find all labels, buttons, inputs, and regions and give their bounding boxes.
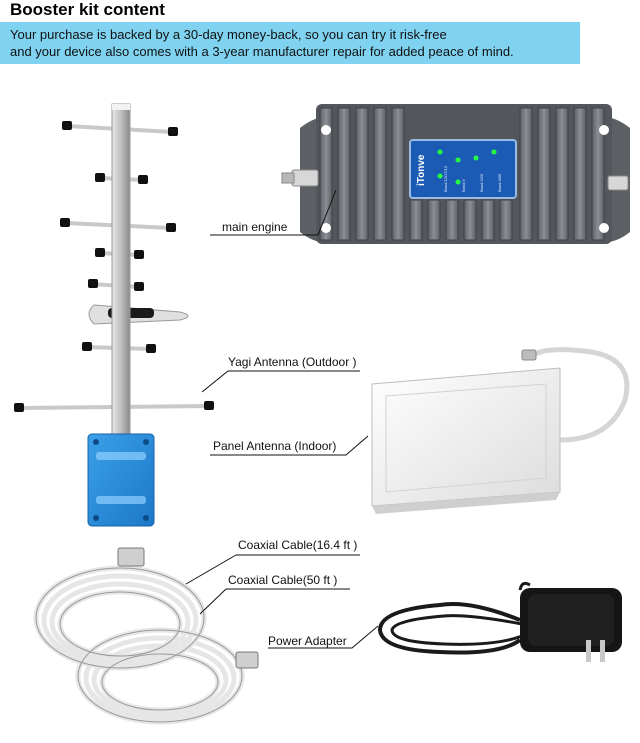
- power-adapter-image: [377, 581, 622, 662]
- label-main-engine: main engine: [222, 220, 288, 234]
- panel-antenna-image: [371, 347, 630, 514]
- banner-line-2: and your device also comes with a 3-year…: [10, 44, 514, 59]
- main-engine-image: [281, 104, 630, 244]
- coaxial-cable-image: [33, 565, 245, 725]
- device-led-labels: Band 12/17/13 Band 5 Band 2/25 Band 4/66: [443, 165, 502, 192]
- label-coaxial-cable-16: Coaxial Cable(16.4 ft ): [238, 538, 358, 552]
- info-banner: Your purchase is backed by a 30-day mone…: [0, 22, 580, 64]
- label-power-adapter: Power Adapter: [268, 634, 347, 648]
- device-led-label: Band 5: [461, 179, 466, 192]
- yagi-antenna-image: [14, 103, 214, 527]
- label-yagi-antenna: Yagi Antenna (Outdoor ): [228, 355, 357, 369]
- device-led-label: Band 12/17/13: [443, 165, 448, 192]
- label-coaxial-cable-50: Coaxial Cable(50 ft ): [228, 573, 338, 587]
- device-brand-label: iTonve: [416, 154, 427, 186]
- label-panel-antenna: Panel Antenna (Indoor): [213, 439, 337, 453]
- device-led-label: Band 4/66: [497, 173, 502, 192]
- banner-line-1: Your purchase is backed by a 30-day mone…: [10, 27, 447, 42]
- page-title: Booster kit content: [10, 0, 165, 19]
- device-led-label: Band 2/25: [479, 173, 484, 192]
